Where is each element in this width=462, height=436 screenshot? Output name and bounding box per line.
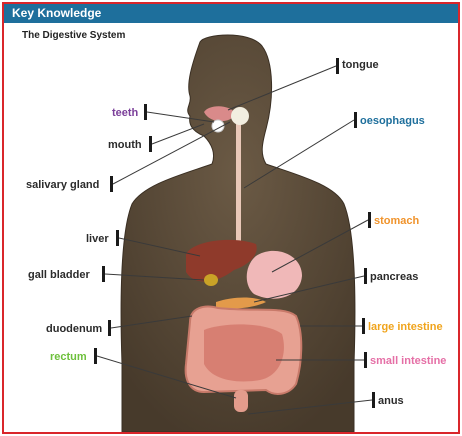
salivary-gland-shape (231, 107, 249, 125)
label-oesophagus: oesophagus (360, 114, 425, 128)
label-liver: liver (86, 232, 109, 246)
label-rectum: rectum (50, 350, 87, 364)
label-stomach: stomach (374, 214, 419, 228)
label-large-intestine: large intestine (368, 320, 443, 334)
gall-bladder-shape (204, 274, 218, 286)
label-gall-bladder: gall bladder (28, 268, 90, 282)
label-salivary-gland: salivary gland (26, 178, 99, 192)
oesophagus-tube (236, 114, 241, 244)
label-small-intestine: small intestine (370, 354, 446, 368)
rectum-shape (234, 390, 248, 412)
label-duodenum: duodenum (46, 322, 102, 336)
teeth-shape (212, 120, 224, 132)
label-tongue: tongue (342, 58, 379, 72)
label-anus: anus (378, 394, 404, 408)
label-pancreas: pancreas (370, 270, 418, 284)
label-teeth: teeth (112, 106, 138, 120)
label-mouth: mouth (108, 138, 142, 152)
small-intestine-shape (204, 324, 284, 381)
